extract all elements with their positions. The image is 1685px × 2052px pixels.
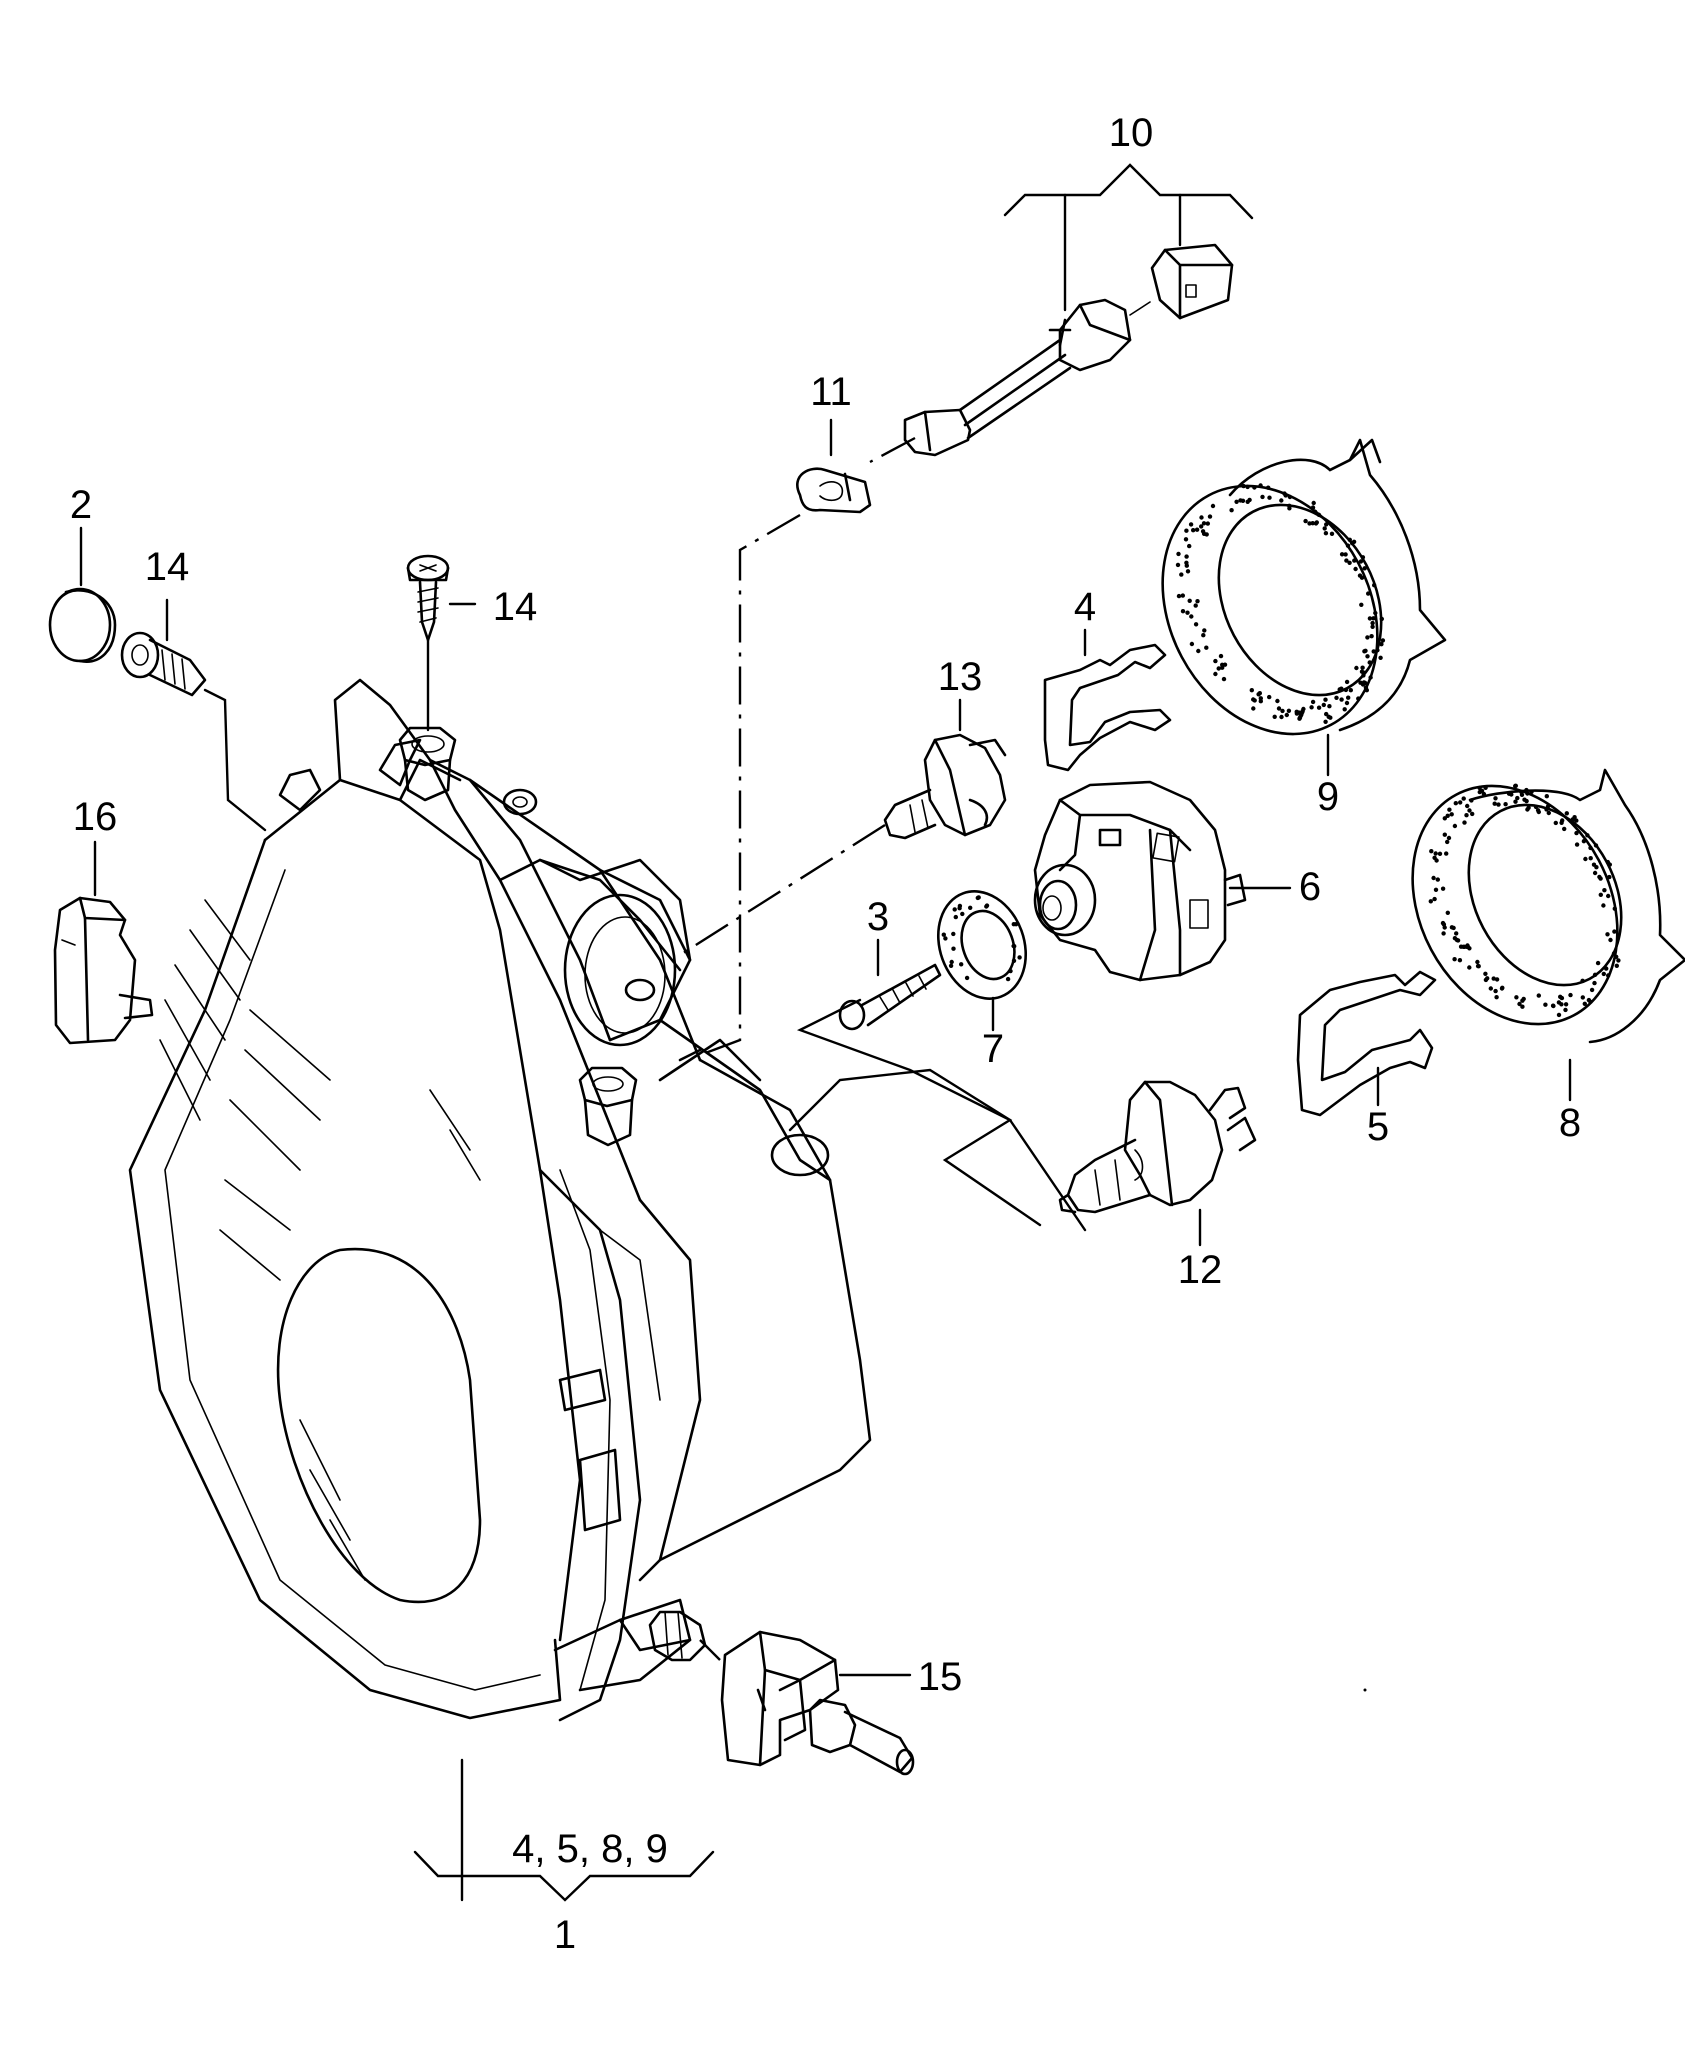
spring-clip-icon bbox=[1043, 643, 1172, 772]
screw-icon bbox=[120, 631, 207, 697]
connector-icon bbox=[648, 1610, 915, 1776]
callout-5: 5 bbox=[1367, 1105, 1389, 1149]
h4-bulb-icon bbox=[1058, 1080, 1257, 1214]
connector-icon bbox=[53, 896, 154, 1045]
callout-13: 13 bbox=[938, 655, 983, 699]
callout-16: 16 bbox=[73, 795, 118, 839]
stray-dot bbox=[1363, 1688, 1367, 1692]
callout-10: 10 bbox=[1109, 111, 1154, 155]
dust-cap-ring-icon bbox=[1411, 768, 1685, 1044]
callout-4: 4 bbox=[1074, 585, 1096, 629]
headlight-housing-icon bbox=[128, 678, 872, 1722]
callout-7: 7 bbox=[982, 1027, 1004, 1071]
callout-15: 15 bbox=[918, 1655, 963, 1699]
w5w-bulb-icon bbox=[796, 467, 872, 514]
leader-lines bbox=[79, 163, 1572, 1902]
range-actuator-icon bbox=[1033, 780, 1247, 982]
callout-2: 2 bbox=[70, 483, 92, 527]
callout-labels: 10 11 2 14 14 4 13 9 16 6 3 7 5 8 12 15 … bbox=[70, 111, 1581, 1957]
callout-11: 11 bbox=[810, 370, 852, 414]
callout-8: 8 bbox=[1559, 1101, 1581, 1145]
callout-6: 6 bbox=[1299, 865, 1321, 909]
callout-9: 9 bbox=[1317, 775, 1339, 819]
callout-3: 3 bbox=[867, 895, 889, 939]
seal-ring-icon bbox=[936, 890, 1028, 1000]
callout-14-left: 14 bbox=[145, 545, 190, 589]
callout-12: 12 bbox=[1178, 1248, 1223, 1292]
top-mount-nut bbox=[398, 726, 457, 802]
screw-icon bbox=[406, 554, 450, 642]
spring-clip-icon bbox=[1296, 970, 1437, 1117]
connector-icon bbox=[903, 243, 1234, 457]
dust-cap-ring-icon bbox=[1161, 438, 1447, 736]
callout-kit: 4, 5, 8, 9 bbox=[512, 1827, 668, 1871]
screw-icon bbox=[838, 963, 942, 1031]
callout-14-top: 14 bbox=[493, 585, 538, 629]
h7-bulb-icon bbox=[883, 733, 1007, 840]
mid-mount-nut bbox=[578, 1066, 638, 1147]
callout-1: 1 bbox=[554, 1913, 576, 1957]
seal-ring-icon bbox=[48, 587, 117, 663]
